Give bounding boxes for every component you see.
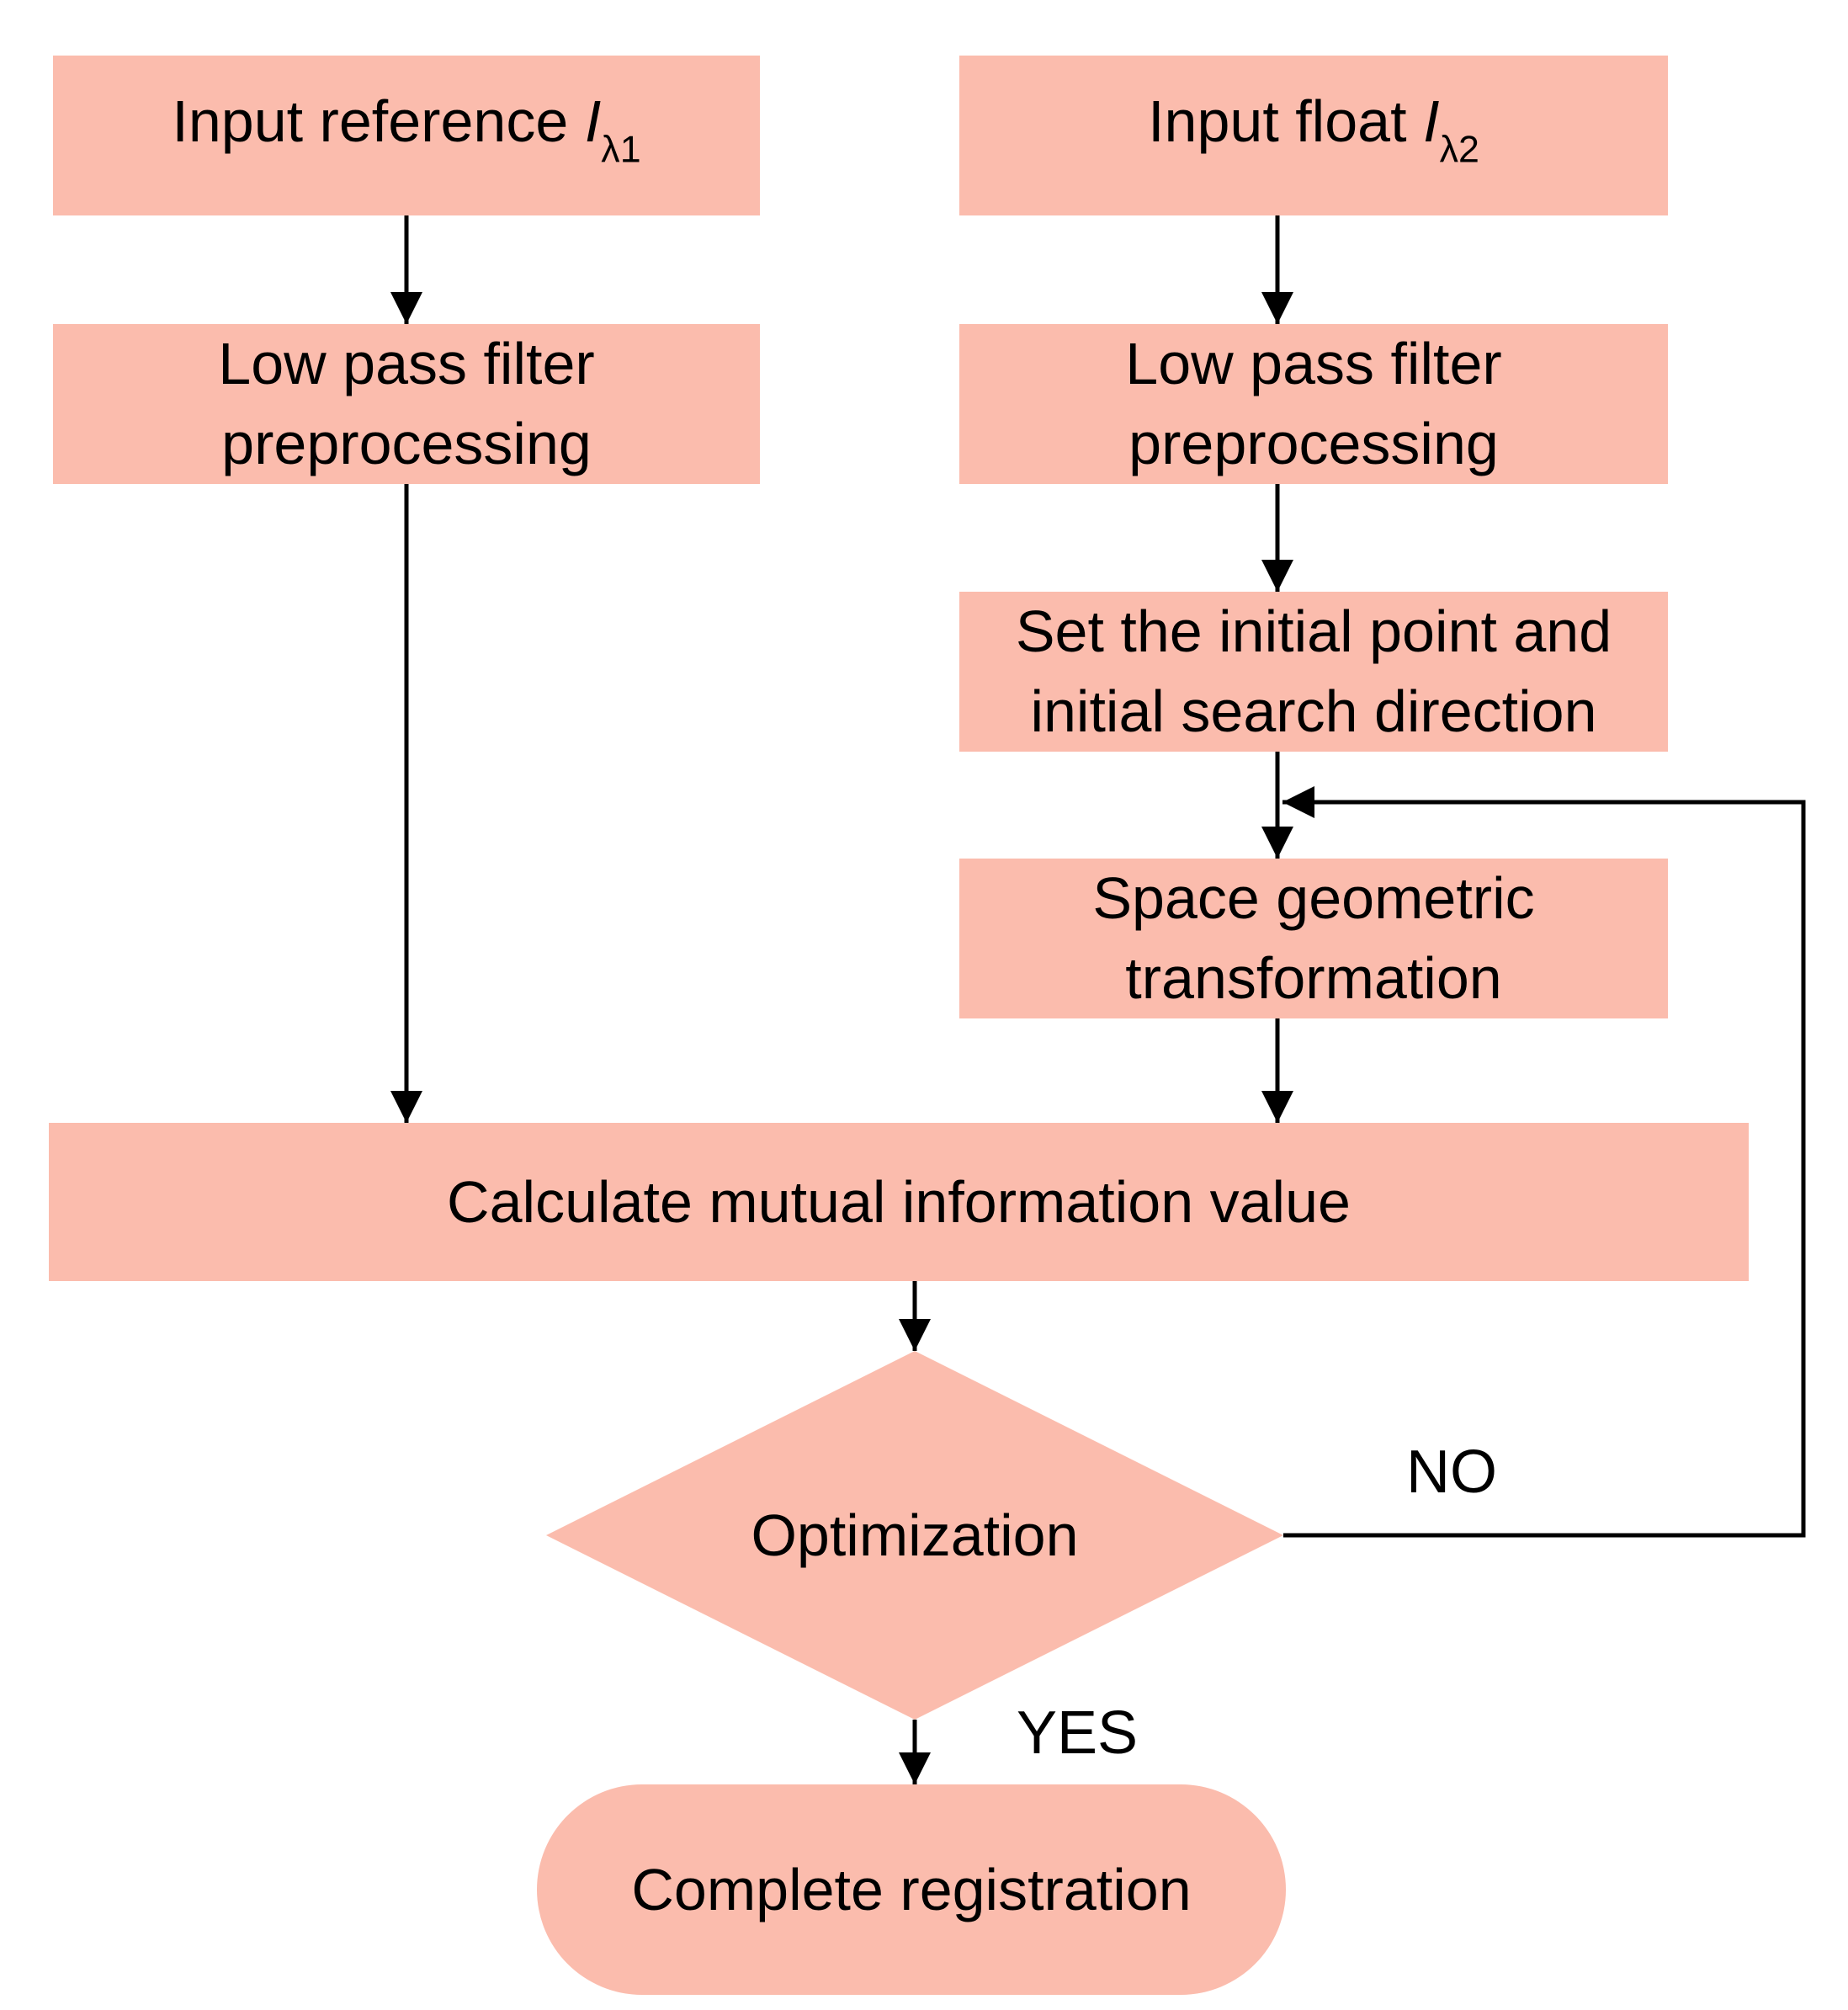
node-lowpass-right-line2: preprocessing: [1128, 411, 1499, 476]
node-lowpass-left-line2: preprocessing: [221, 411, 592, 476]
node-complete-registration: Complete registration: [537, 1784, 1286, 1995]
node-lowpass-left-line1: Low pass filter: [218, 331, 595, 396]
node-space-transform-line1: Space geometric: [1092, 865, 1535, 931]
node-optimization-text: Optimization: [751, 1502, 1079, 1568]
node-set-initial-line2: initial search direction: [1030, 678, 1597, 744]
node-space-transform-line2: transformation: [1125, 945, 1502, 1011]
optimization-diamond-shape: [546, 1351, 1283, 1720]
subscript-lambda1: λ1: [601, 128, 641, 171]
symbol-I: I: [1423, 88, 1440, 154]
node-optimization-label: Optimization: [662, 1493, 1167, 1577]
node-set-initial-line1: Set the initial point and: [1015, 598, 1612, 664]
node-calc-mutual-info: Calculate mutual information value: [49, 1123, 1749, 1281]
label-yes: YES: [1016, 1699, 1139, 1767]
subscript-lambda2: λ2: [1439, 128, 1479, 171]
symbol-I: I: [584, 88, 602, 154]
node-space-transform: Space geometric transformation: [959, 859, 1668, 1018]
label-no: NO: [1406, 1438, 1497, 1506]
node-lowpass-right-line1: Low pass filter: [1125, 331, 1502, 396]
node-calc-mutual-info-text: Calculate mutual information value: [447, 1168, 1351, 1235]
node-set-initial: Set the initial point and initial search…: [959, 592, 1668, 752]
edge-optimization-no-loop: [1282, 786, 1806, 1538]
node-lowpass-right: Low pass filter preprocessing: [959, 324, 1668, 484]
node-lowpass-left: Low pass filter preprocessing: [53, 324, 760, 484]
node-complete-registration-text: Complete registration: [631, 1856, 1192, 1922]
